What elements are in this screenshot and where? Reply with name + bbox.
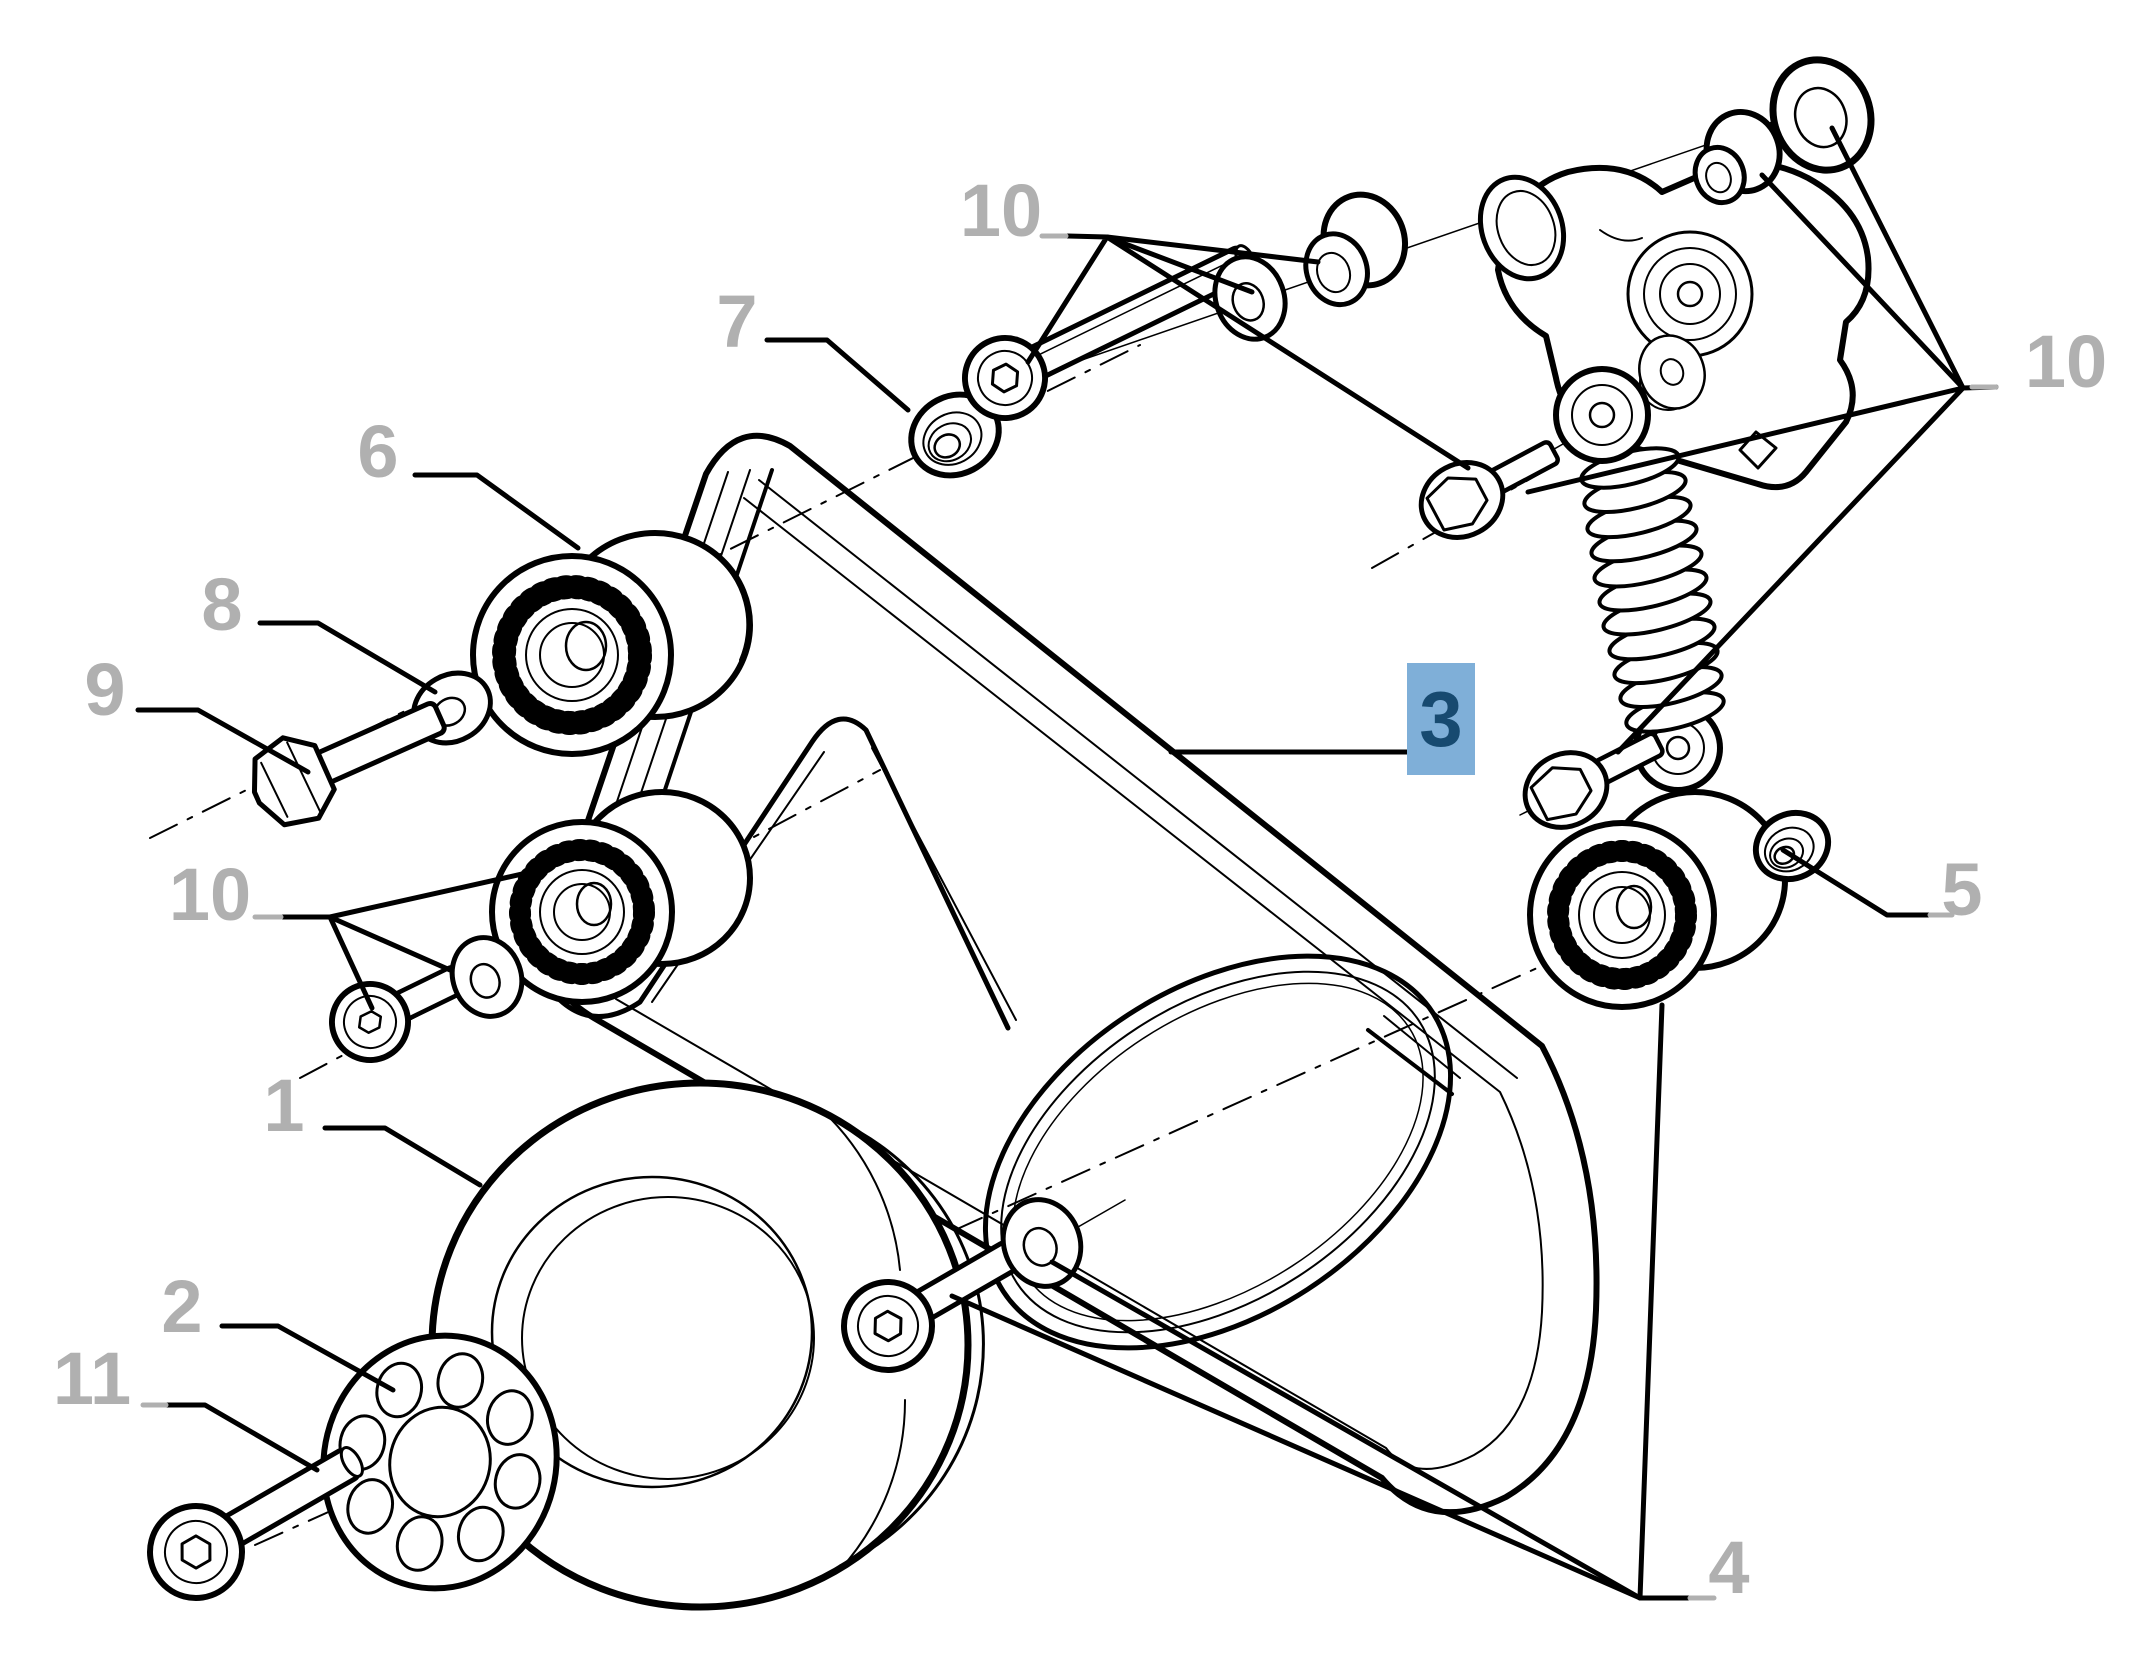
callout-5[interactable]: 5 xyxy=(1941,848,1983,931)
idler-pulley-middle xyxy=(489,789,753,1005)
tensioner-bracket xyxy=(1477,160,1872,490)
hex-flange-bolt-lower xyxy=(1522,731,1665,830)
idler-pulley-6 xyxy=(470,530,753,757)
callout-10-top[interactable]: 10 xyxy=(959,169,1043,252)
callout-3-label: 3 xyxy=(1419,675,1463,763)
callout-9[interactable]: 9 xyxy=(84,648,126,731)
callout-10-left[interactable]: 10 xyxy=(168,853,252,936)
callout-7[interactable]: 7 xyxy=(716,280,758,363)
callout-3-highlighted-badge[interactable]: 3 xyxy=(1407,663,1475,775)
hex-flange-bolt-upper xyxy=(1418,440,1560,540)
pulley-washer-plate xyxy=(320,1332,560,1592)
flanged-nut-5 xyxy=(1752,809,1832,883)
spacer-bushing-10 xyxy=(1303,191,1409,308)
callout-11[interactable]: 11 xyxy=(52,1337,132,1420)
callout-4[interactable]: 4 xyxy=(1708,1526,1750,1609)
socket-bolt-4 xyxy=(841,1239,1024,1373)
callout-6[interactable]: 6 xyxy=(357,410,399,493)
idler-pulley-right xyxy=(1527,789,1788,1010)
washer-4 xyxy=(1000,1197,1084,1289)
washer-10-right xyxy=(1769,56,1875,174)
washer-10-left xyxy=(449,935,525,1019)
callout-1[interactable]: 1 xyxy=(263,1064,305,1147)
leader-lines xyxy=(135,125,1999,1601)
pivot-washer xyxy=(1638,334,1706,410)
callout-10-right[interactable]: 10 xyxy=(2024,320,2108,403)
leader-label-ticks xyxy=(140,233,1999,1601)
callout-8[interactable]: 8 xyxy=(201,563,243,646)
socket-bolt-11 xyxy=(147,1446,364,1601)
long-socket-bolt-10 xyxy=(962,244,1258,421)
hex-bolt-9 xyxy=(251,700,447,828)
callout-2[interactable]: 2 xyxy=(161,1265,203,1348)
